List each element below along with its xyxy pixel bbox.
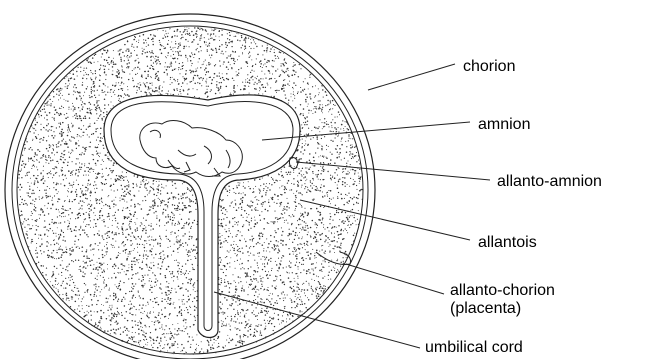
label-allantois: allantois	[478, 234, 537, 252]
label-amnion: amnion	[478, 116, 530, 134]
label-umbilical-cord: umbilical cord	[425, 339, 523, 357]
allantois-outer-wall	[17, 26, 363, 354]
allanto-chorion-leader	[346, 264, 444, 294]
amnion-inner-wall	[111, 102, 293, 331]
label-allanto-chorion-line1: allanto-chorion	[450, 282, 555, 300]
allantois-leader	[300, 200, 470, 240]
label-allanto-amnion: allanto-amnion	[497, 173, 602, 191]
allanto-amnion-leader	[296, 162, 490, 180]
chorion-leader	[368, 64, 455, 90]
allantois-stipple	[9, 19, 370, 359]
label-chorion: chorion	[463, 58, 515, 76]
chorion-inner-ring	[12, 21, 368, 359]
umbilical-cord-leader	[214, 292, 420, 348]
label-allanto-chorion: allanto-chorion (placenta)	[450, 282, 555, 318]
label-allanto-chorion-line2: (placenta)	[450, 300, 555, 318]
